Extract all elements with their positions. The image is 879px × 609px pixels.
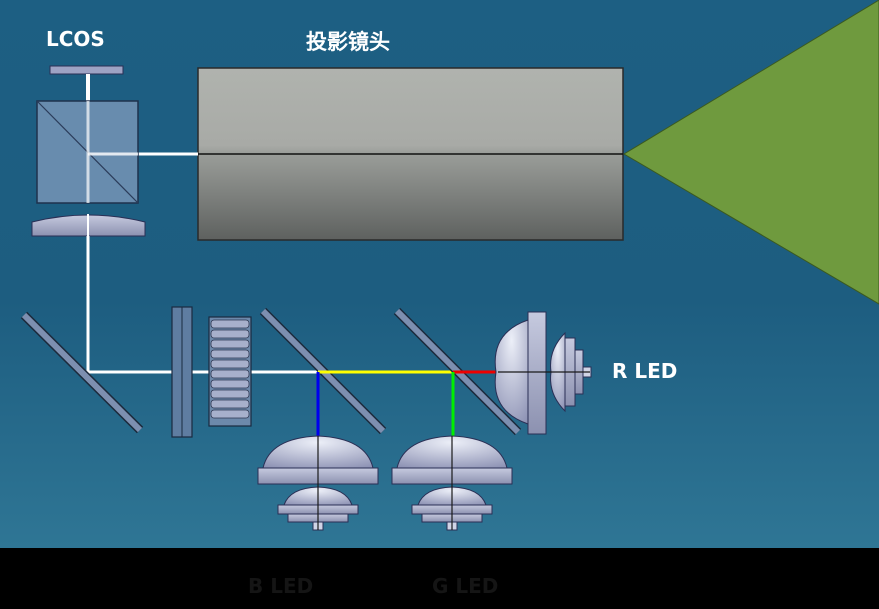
lcos-label: LCOS <box>46 27 105 51</box>
r-led-assembly <box>494 311 592 435</box>
projection-cone <box>623 0 879 305</box>
optical-layout <box>20 0 879 531</box>
g-led-assembly <box>391 435 513 531</box>
g-led-label: G LED <box>432 574 499 598</box>
b-led-assembly <box>257 435 379 531</box>
r-led-label: R LED <box>612 359 678 383</box>
fold-mirror-face <box>21 312 143 433</box>
projection-lens-label: 投影镜头 <box>306 30 390 54</box>
microlens-array <box>208 316 252 427</box>
lcos-panel <box>49 65 124 75</box>
b-led-label: B LED <box>248 574 314 598</box>
optical-diagram: LCOS 投影镜头 R LED <box>0 0 879 548</box>
